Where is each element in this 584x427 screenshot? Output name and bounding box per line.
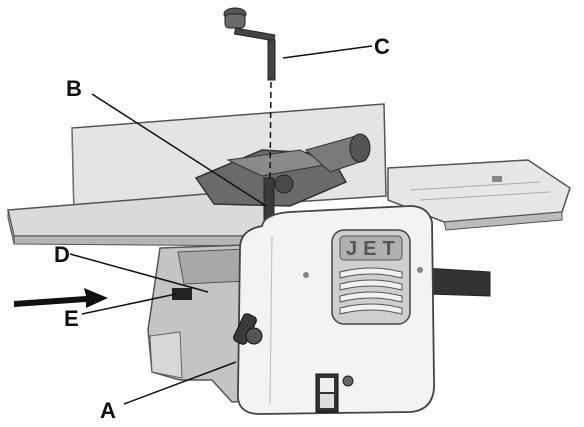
crank-handle-icon <box>223 7 276 81</box>
leader-c <box>282 45 373 59</box>
callout-a: A <box>100 398 116 423</box>
cutter-guard <box>194 133 371 223</box>
leader-a <box>123 361 237 405</box>
leader-b <box>91 93 267 207</box>
callout-b: B <box>66 76 82 101</box>
leader-lines <box>69 45 373 405</box>
callout-e: E <box>64 306 79 331</box>
direction-arrow-icon <box>14 288 108 308</box>
jet-logo: JET <box>346 238 401 260</box>
adjustment-lever <box>233 313 263 345</box>
insertion-dashed-line <box>269 81 272 179</box>
leader-e <box>81 293 177 315</box>
power-switch <box>315 373 354 413</box>
callout-c: C <box>374 34 390 59</box>
table-lock <box>172 288 192 300</box>
logo-plate: JET <box>331 229 411 325</box>
leader-d <box>69 253 209 293</box>
callout-d: D <box>54 242 70 267</box>
outfeed-table <box>387 159 571 231</box>
